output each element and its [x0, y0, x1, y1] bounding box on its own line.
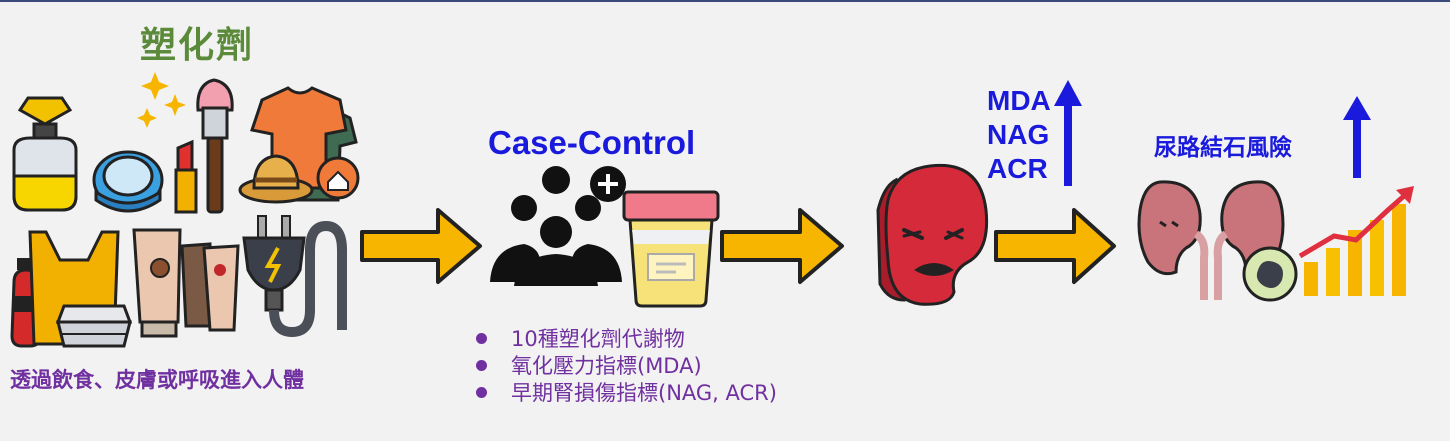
increase-arrow-icon	[1343, 96, 1371, 178]
bullet-dot	[476, 359, 487, 371]
measure-label: 10種塑化劑代謝物	[511, 327, 685, 351]
list-item: 早期腎損傷指標(NAG, ACR)	[476, 380, 777, 407]
arrow-icon	[720, 208, 844, 284]
biomarker-acr: ACR	[987, 153, 1048, 184]
label-tag-icon	[316, 156, 360, 200]
top-border	[0, 0, 1450, 2]
increase-arrow-icon	[1054, 80, 1082, 186]
study-measures-list: 10種塑化劑代謝物 氧化壓力指標(MDA) 早期腎損傷指標(NAG, ACR)	[476, 326, 777, 407]
food-container-icon	[55, 304, 133, 348]
urine-cup-icon	[622, 190, 720, 308]
compact-mirror-icon	[92, 150, 164, 213]
arrow-icon	[360, 208, 482, 284]
sick-kidney-icon	[876, 163, 989, 306]
biomarker-mda: MDA	[987, 85, 1051, 116]
list-item: 氧化壓力指標(MDA)	[476, 353, 777, 380]
biomarker-list: MDA NAG ACR	[987, 84, 1051, 186]
measure-label: 早期腎損傷指標(NAG, ACR)	[511, 381, 777, 405]
makeup-brush-icon	[196, 78, 234, 214]
sparkle-icon	[137, 72, 186, 128]
people-group-icon	[490, 166, 626, 286]
power-plug-icon	[242, 215, 347, 338]
list-item: 10種塑化劑代謝物	[476, 326, 777, 353]
biomarker-nag: NAG	[987, 119, 1050, 150]
kidney-stone-icon	[1242, 246, 1298, 302]
plasticizer-title: 塑化劑	[140, 25, 255, 66]
hat-icon	[238, 154, 314, 204]
bullet-dot	[476, 332, 487, 344]
stone-risk-label: 尿路結石風險	[1154, 135, 1292, 161]
study-design-label: Case-Control	[488, 124, 696, 161]
exposure-caption: 透過飲食、皮膚或呼吸進入人體	[10, 368, 304, 392]
lipstick-icon	[174, 139, 198, 214]
perfume-icon	[12, 96, 78, 212]
measure-label: 氧化壓力指標(MDA)	[511, 354, 702, 378]
bullet-dot	[476, 386, 487, 398]
arrow-icon	[994, 208, 1116, 284]
lotion-tubes-icon	[132, 228, 240, 338]
rising-chart-icon	[1298, 186, 1414, 296]
